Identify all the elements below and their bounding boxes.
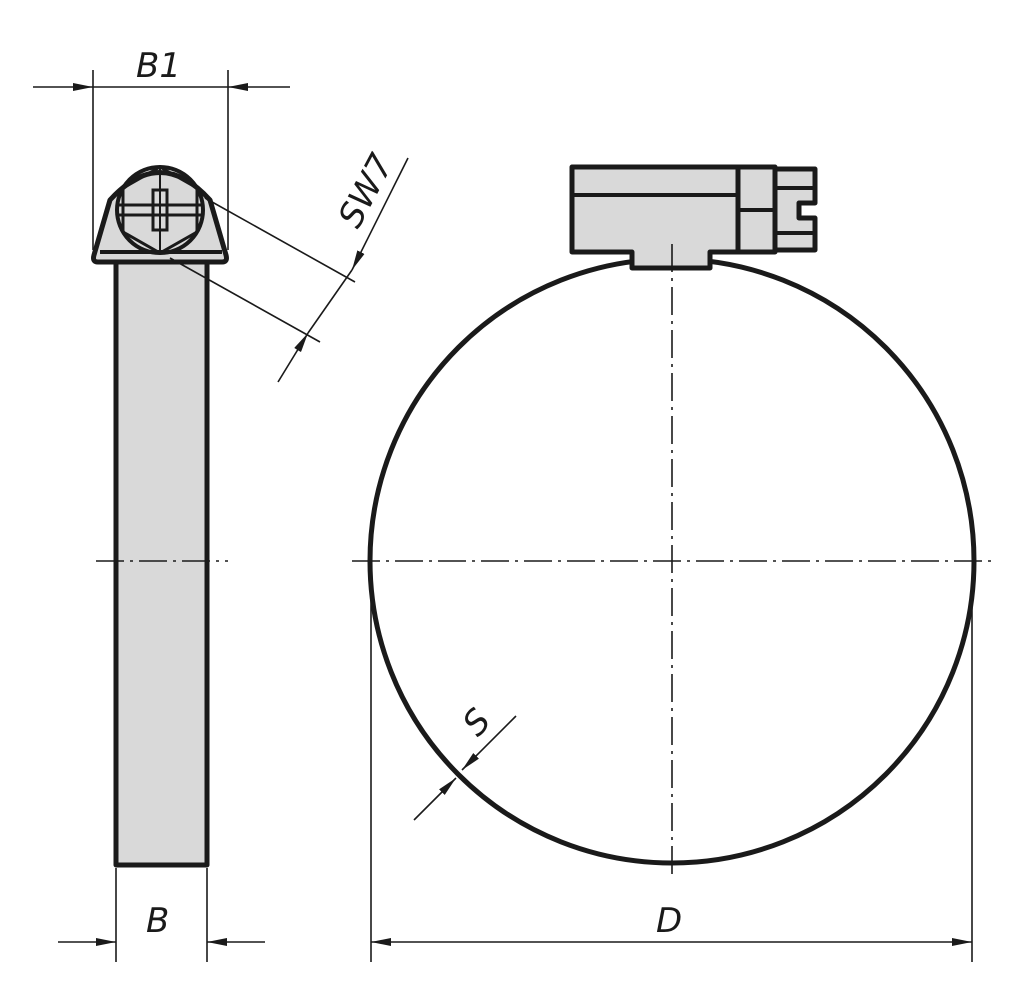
label-b1: B1 (136, 46, 181, 86)
side-view (91, 165, 229, 868)
screw-end (772, 166, 818, 253)
dimension-b: B (58, 868, 265, 962)
label-s: S (455, 701, 499, 744)
dimension-d: D (370, 600, 973, 962)
housing-main (569, 164, 741, 271)
label-d: D (656, 901, 682, 941)
label-b: B (146, 901, 169, 941)
dimension-s: S (413, 701, 517, 821)
band-side (113, 252, 210, 868)
dimension-b1: B1 (33, 46, 290, 250)
front-view (352, 164, 992, 880)
